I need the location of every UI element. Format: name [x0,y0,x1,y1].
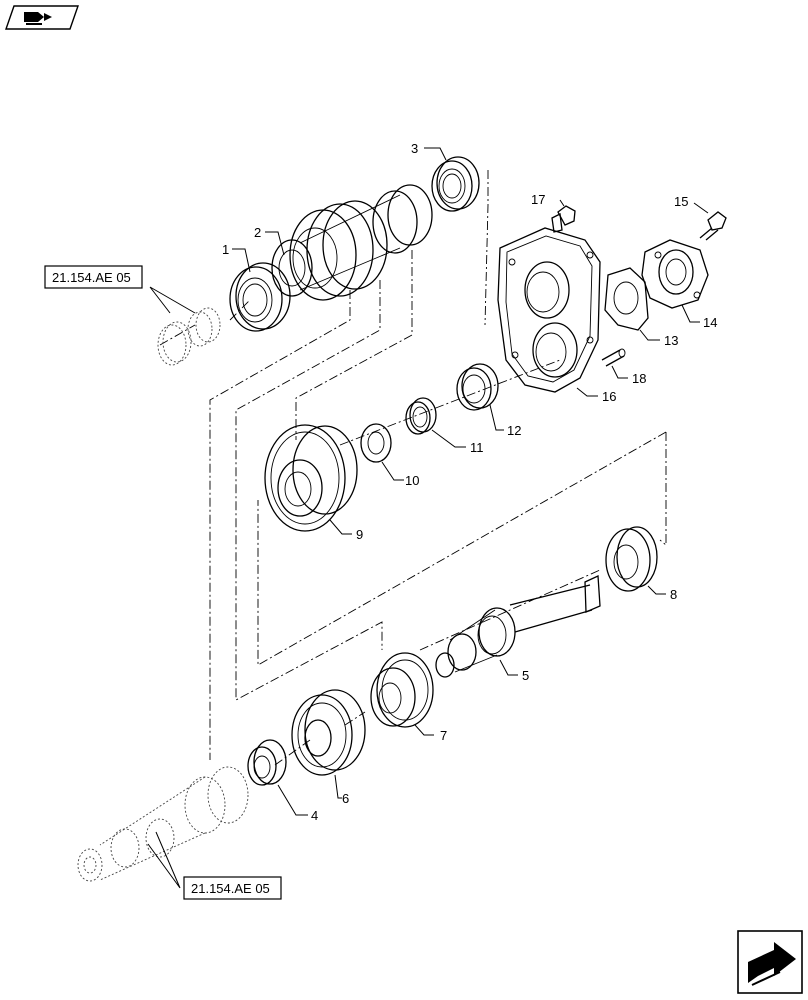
part-13-gasket[interactable] [604,267,649,331]
part-10-washer[interactable] [360,423,392,463]
reference-label-top: 21.154.AE 05 [52,270,131,285]
callout-14[interactable]: 14 [703,315,717,330]
callout-11[interactable]: 11 [470,440,484,455]
callout-18[interactable]: 18 [632,371,646,386]
part-1-bearing[interactable] [229,262,291,332]
callout-10[interactable]: 10 [405,473,419,488]
manual-book-icon[interactable] [5,5,79,30]
reference-link-bottom[interactable]: 21.154.AE 05 [183,876,282,900]
callout-5[interactable]: 5 [522,668,529,683]
leader-lines [147,147,709,889]
callout-9[interactable]: 9 [356,527,363,542]
callout-4[interactable]: 4 [311,808,318,823]
part-8-sleeve[interactable] [605,526,658,592]
part-12-bearing[interactable] [456,363,499,411]
callout-13[interactable]: 13 [664,333,678,348]
callout-17[interactable]: 17 [531,192,545,207]
reference-main-shaft [77,766,249,882]
part-9-gear[interactable] [264,424,358,532]
part-6-synchronizer[interactable] [291,689,366,776]
part-3-bearing[interactable] [431,156,480,212]
reference-needle-bearing [157,307,221,366]
callout-7[interactable]: 7 [440,728,447,743]
part-16-housing-cover[interactable] [497,227,601,393]
part-17-bolt[interactable] [551,205,576,233]
part-11-ring[interactable] [405,397,437,435]
part-18-pin[interactable] [601,348,626,367]
callout-6[interactable]: 6 [342,791,349,806]
part-14-flange[interactable] [641,239,709,309]
callout-8[interactable]: 8 [670,587,677,602]
part-5-shaft[interactable] [435,575,601,678]
next-page-arrow-icon[interactable] [737,930,803,994]
part-4-bevel-ring[interactable] [247,739,287,786]
callout-1[interactable]: 1 [222,242,229,257]
callout-2[interactable]: 2 [254,225,261,240]
reference-label-bottom: 21.154.AE 05 [191,881,270,896]
callout-3[interactable]: 3 [411,141,418,156]
assembly-lines [159,170,667,766]
callout-16[interactable]: 16 [602,389,616,404]
callouts: 1 2 3 4 5 6 7 8 9 10 11 12 13 14 15 16 1… [222,141,717,823]
part-2-cluster-gear[interactable] [271,184,433,301]
part-7-gear[interactable] [370,652,434,728]
callout-12[interactable]: 12 [507,423,521,438]
reference-link-top[interactable]: 21.154.AE 05 [44,265,143,289]
callout-15[interactable]: 15 [674,194,688,209]
part-15-bolt[interactable] [699,211,727,241]
